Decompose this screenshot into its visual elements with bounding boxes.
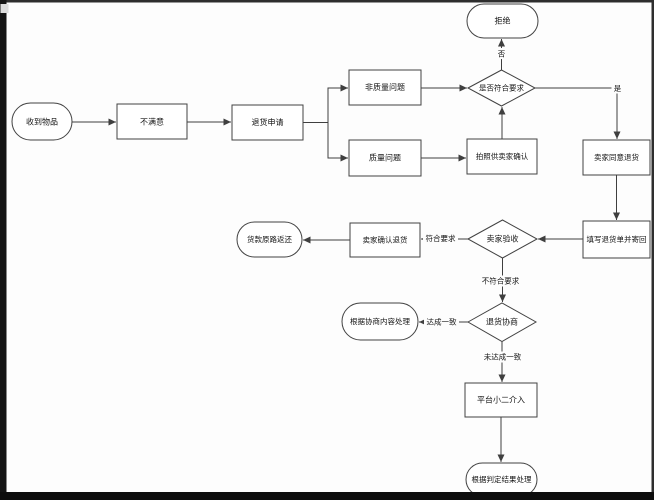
node-label: 质量问题 <box>369 153 401 163</box>
decision-shape <box>466 219 539 259</box>
edge-label-agreement-not-reached: 未达成一致 <box>484 352 522 362</box>
process-shape <box>464 382 538 418</box>
node-meets-req[interactable]: 是否符合要求 <box>466 69 537 107</box>
node-quality[interactable]: 质量问题 <box>348 139 422 177</box>
node-return-request[interactable]: 退货申请 <box>231 104 304 141</box>
node-reject[interactable]: 拒绝 <box>466 3 539 39</box>
terminator-shape <box>11 102 73 141</box>
process-shape <box>582 220 651 259</box>
node-label: 收到物品 <box>26 117 58 127</box>
node-seller-agree[interactable]: 卖家同意退货 <box>582 139 651 176</box>
node-label: 填写退货单并寄回 <box>587 234 647 244</box>
window-border-bottom <box>0 492 654 500</box>
node-label: 拒绝 <box>495 16 511 26</box>
process-shape <box>348 139 422 177</box>
edge-label-bg <box>423 233 458 244</box>
node-seller-inspect[interactable]: 卖家验收 <box>466 219 539 259</box>
node-label: 不满意 <box>140 117 164 127</box>
window-corner-artifact <box>0 4 9 13</box>
process-shape <box>231 104 304 141</box>
window-border-right <box>651 0 654 500</box>
node-label: 非质量问题 <box>365 82 405 92</box>
edge-return-request-to-quality <box>327 122 348 162</box>
node-per-judgment[interactable]: 根据判定结果处理 <box>465 462 538 497</box>
decision-shape <box>466 69 537 107</box>
decision-shape <box>466 302 538 343</box>
edge-label-bg <box>479 275 522 287</box>
edge-label-meets-requirements: 符合要求 <box>426 233 456 243</box>
node-refund[interactable]: 货款原路返还 <box>236 221 303 258</box>
node-label: 卖家验收 <box>487 234 519 244</box>
node-start[interactable]: 收到物品 <box>11 102 73 141</box>
node-per-negotiation[interactable]: 根据协商内容处理 <box>341 302 419 341</box>
node-label: 货款原路返还 <box>247 234 292 244</box>
node-negotiate[interactable]: 退货协商 <box>466 302 538 343</box>
process-shape <box>116 103 188 140</box>
edge-label-bg <box>611 82 624 94</box>
node-label: 根据协商内容处理 <box>350 316 410 326</box>
window-border-top <box>0 0 654 3</box>
process-shape <box>582 139 651 176</box>
node-platform[interactable]: 平台小二介入 <box>464 382 538 418</box>
edge-label-bg <box>495 48 508 59</box>
edge-labels: 否 是 符合要求 不符合要求 达成一致 未达成一致 <box>423 48 624 363</box>
node-unsatisfied[interactable]: 不满意 <box>116 103 188 140</box>
node-seller-confirm[interactable]: 卖家确认退货 <box>349 222 421 258</box>
edge-return-request-to-non-quality <box>303 84 348 123</box>
terminator-shape <box>341 302 419 341</box>
node-label: 是否符合要求 <box>479 83 524 93</box>
node-photo-confirm[interactable]: 拍照供卖家确认 <box>466 138 538 175</box>
edge-label-agreement-reached: 达成一致 <box>427 317 457 327</box>
edge-label-not-meets-requirements: 不符合要求 <box>482 276 520 286</box>
edge-label-bg <box>481 351 524 363</box>
node-label: 退货申请 <box>252 117 284 127</box>
node-label: 退货协商 <box>486 317 518 327</box>
node-label: 卖家同意退货 <box>594 152 639 162</box>
node-label: 卖家确认退货 <box>363 235 408 245</box>
node-non-quality[interactable]: 非质量问题 <box>348 69 422 106</box>
terminator-shape <box>466 3 539 39</box>
edge-label-bg <box>424 316 459 328</box>
node-label: 平台小二介入 <box>477 395 525 405</box>
node-label: 根据判定结果处理 <box>472 474 532 484</box>
edge-label-no: 否 <box>498 50 506 59</box>
process-shape <box>349 222 421 258</box>
terminator-shape <box>236 221 303 258</box>
node-fill-form[interactable]: 填写退货单并寄回 <box>582 220 651 259</box>
process-shape <box>466 138 538 175</box>
process-shape <box>348 69 422 106</box>
window-border-left <box>0 0 7 500</box>
node-label: 拍照供卖家确认 <box>476 151 529 161</box>
edge-label-yes: 是 <box>614 84 622 93</box>
edge-meets-req-to-seller-agree <box>535 87 621 139</box>
